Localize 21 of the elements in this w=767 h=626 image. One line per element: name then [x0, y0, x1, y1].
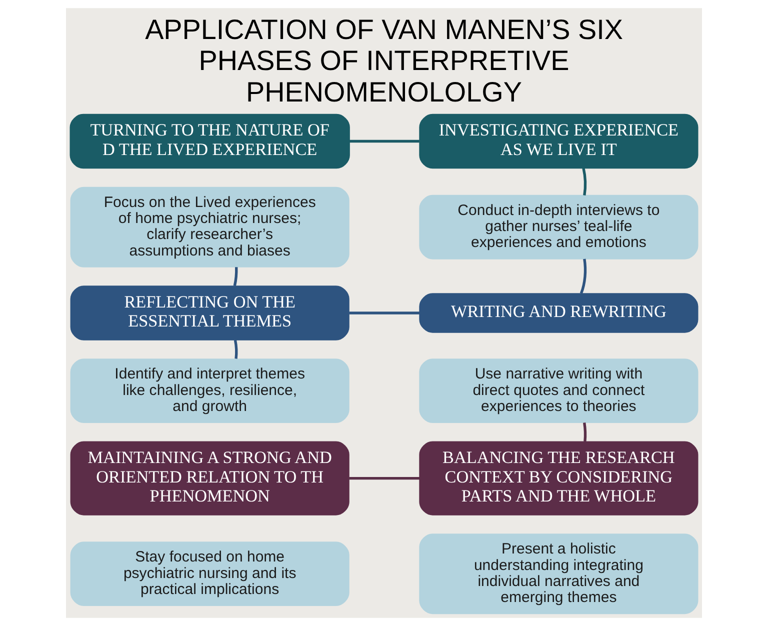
node-box: REFLECTING ON THE ESSENTIAL THEMES — [70, 286, 349, 340]
node-box: BALANCING THE RESEARCH CONTEXT BY CONSIDERING PARTS AND THE WHOLE — [418, 441, 698, 516]
node-box: Use narrative writing with direct quotes and connect experiences to theories — [418, 358, 698, 424]
node-box: Stay focused on home psychiatric nursing and its practical implications — [70, 542, 349, 606]
connector — [232, 267, 238, 286]
connector — [348, 312, 420, 314]
node-box: Identify and interpret themes like challenges, resilience, and growth — [70, 358, 349, 424]
node-box: INVESTIGATING EXPERIENCE AS WE LIVE IT — [418, 114, 698, 169]
connector — [582, 422, 586, 442]
connector — [579, 258, 586, 294]
node-box: TURNING TO THE NATURE OF D THE LIVED EXPERIENCE — [69, 114, 350, 169]
connector — [348, 476, 420, 480]
diagram-title: APPLICATION OF VAN MANEN’S SIX PHASES OF INTERPRETIVE PHENOMENOLOLGY — [144, 14, 622, 108]
connector — [349, 140, 419, 143]
node-box: WRITING AND REWRITING — [418, 293, 698, 333]
node-box: Conduct in-depth interviews to gather nurses’ teal-life experiences and emotions — [418, 194, 698, 260]
node-box: Present a holistic understanding integrating individual narratives and emerging themes — [418, 534, 698, 614]
node-box: Focus on the Lived experiences of home psychiatric nurses; clarify researcher’s assumptions and biases — [70, 186, 349, 268]
node-box: MAINTAINING A STRONG AND ORIENTED RELATION TO TH PHENOMENON — [70, 441, 349, 516]
connector — [233, 340, 238, 359]
connector — [582, 168, 586, 196]
